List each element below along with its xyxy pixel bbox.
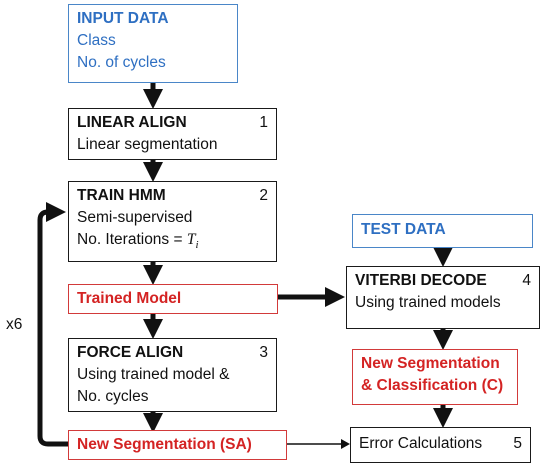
viterbi-decode-number: 4 — [522, 272, 531, 289]
trained-model-label: Trained Model — [77, 290, 182, 307]
force-align-desc1: Using trained model & — [77, 366, 230, 383]
force-align-title: FORCE ALIGN — [77, 344, 184, 361]
arrow-new-seg-to-error-head — [341, 439, 350, 449]
viterbi-decode-desc: Using trained models — [355, 294, 501, 311]
new-segmentation-sa-label: New Segmentation (SA) — [77, 436, 252, 453]
test-data-box: TEST DATA — [352, 214, 533, 248]
test-data-title: TEST DATA — [361, 221, 446, 238]
new-segmentation-c-line2: & Classification (C) — [361, 377, 504, 394]
train-hmm-box: TRAIN HMM Semi-supervised No. Iterations… — [68, 181, 277, 262]
viterbi-decode-box: VITERBI DECODE Using trained models 4 — [346, 266, 540, 329]
train-hmm-title: TRAIN HMM — [77, 187, 166, 204]
error-calculations-label: Error Calculations — [359, 435, 483, 452]
force-align-number: 3 — [259, 344, 268, 361]
new-segmentation-c-box: New Segmentation & Classification (C) — [352, 349, 518, 405]
linear-align-title: LINEAR ALIGN — [77, 114, 187, 131]
trained-model-box: Trained Model — [68, 284, 278, 314]
input-data-box: INPUT DATA Class No. of cycles — [68, 4, 238, 83]
force-align-box: FORCE ALIGN Using trained model & No. cy… — [68, 338, 277, 412]
viterbi-decode-title: VITERBI DECODE — [355, 272, 487, 289]
arrow-loop-feedback — [37, 202, 68, 447]
input-data-cycles: No. of cycles — [77, 54, 166, 71]
linear-align-number: 1 — [259, 114, 268, 131]
linear-align-desc: Linear segmentation — [77, 136, 218, 153]
new-segmentation-c-line1: New Segmentation — [361, 355, 500, 372]
force-align-desc2: No. cycles — [77, 388, 149, 405]
train-hmm-iterations: No. Iterations = Ti — [77, 231, 199, 252]
new-segmentation-sa-box: New Segmentation (SA) — [68, 430, 287, 460]
loop-count-label: x6 — [6, 316, 23, 333]
error-calculations-number: 5 — [513, 435, 522, 452]
train-hmm-desc: Semi-supervised — [77, 209, 193, 226]
linear-align-box: LINEAR ALIGN Linear segmentation 1 — [68, 108, 277, 160]
input-data-class: Class — [77, 32, 116, 49]
input-data-title: INPUT DATA — [77, 10, 169, 27]
train-hmm-number: 2 — [259, 187, 268, 204]
error-calculations-box: Error Calculations 5 — [350, 427, 531, 463]
